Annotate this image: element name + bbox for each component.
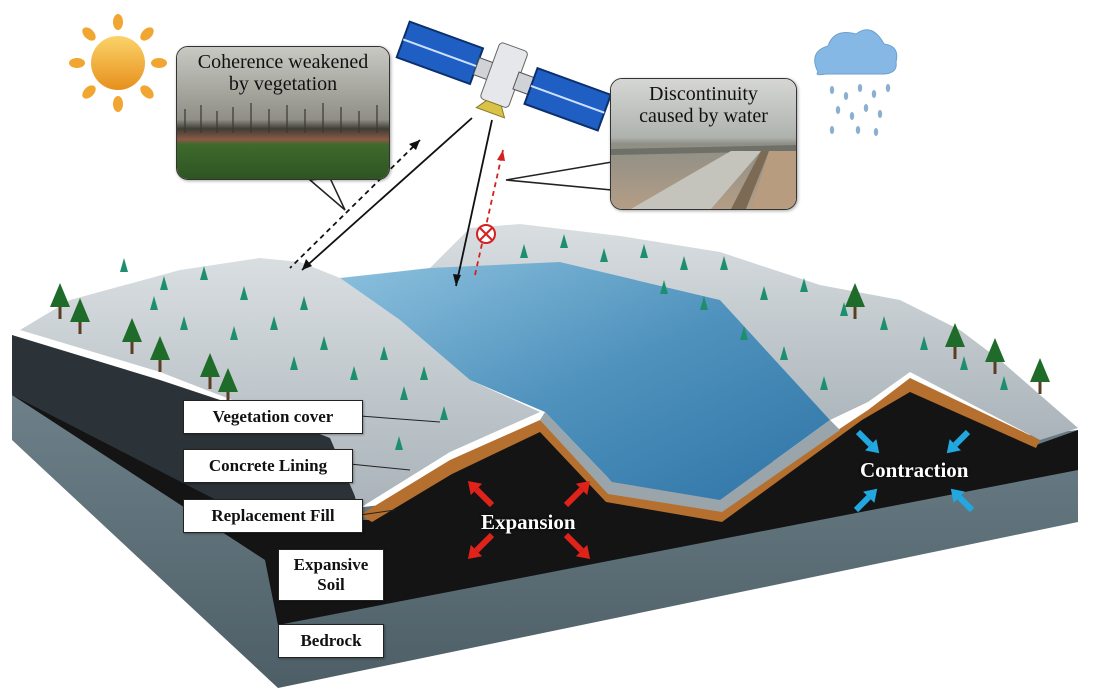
satellite-icon bbox=[395, 20, 613, 132]
vegetation-photo bbox=[177, 47, 389, 179]
expansion-label: Expansion bbox=[481, 510, 576, 534]
grass-icon bbox=[120, 234, 1008, 450]
expansive-soil-label: Expansive Soil bbox=[278, 549, 384, 601]
vegetation-callout: Coherence weakened by vegetation bbox=[176, 46, 390, 180]
radar-signals bbox=[289, 117, 505, 287]
water-callout-pointer bbox=[505, 161, 613, 191]
bedrock-label: Bedrock bbox=[278, 624, 384, 658]
tree-icon bbox=[50, 283, 1050, 404]
vegetation-cover-label: Vegetation cover bbox=[183, 400, 363, 434]
vegetation-callout-text: Coherence weakened by vegetation bbox=[197, 51, 369, 95]
replacement-fill-label: Replacement Fill bbox=[183, 499, 363, 533]
contraction-label: Contraction bbox=[860, 458, 969, 482]
contraction-arrows bbox=[853, 429, 975, 513]
right-embankment bbox=[430, 224, 1078, 440]
replacement-fill-layer bbox=[360, 378, 1040, 522]
canal-water bbox=[340, 262, 830, 500]
vegetation-callout-pointer bbox=[308, 177, 346, 211]
expansion-arrows bbox=[467, 480, 591, 560]
water-photo bbox=[611, 79, 796, 209]
rain-cloud-icon bbox=[814, 29, 898, 136]
water-callout-text: Discontinuity caused by water bbox=[639, 83, 768, 127]
water-callout: Discontinuity caused by water bbox=[610, 78, 797, 210]
sun-icon bbox=[69, 14, 167, 112]
label-leaders bbox=[349, 415, 441, 516]
concrete-lining-label: Concrete Lining bbox=[183, 449, 353, 483]
left-embankment bbox=[20, 258, 540, 508]
blocked-signal-icon bbox=[476, 224, 496, 244]
